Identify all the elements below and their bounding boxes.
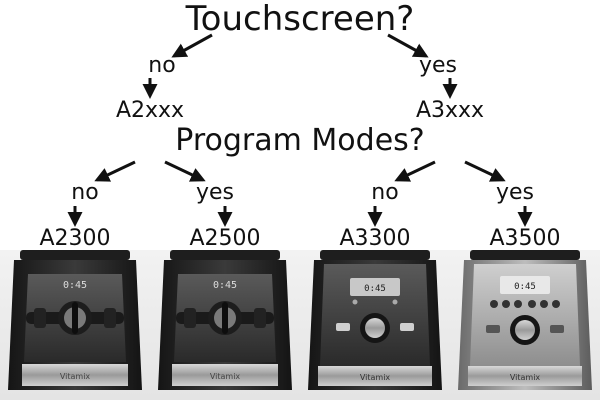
blender-photo-strip: 0:45 Vitamix 0:45 <box>0 250 600 400</box>
a2300-display-text: 0:45 <box>63 280 87 291</box>
program-modes-question: Program Modes? <box>175 123 425 158</box>
model-label-a3300: A3300 <box>339 226 411 251</box>
model-label-a3500: A3500 <box>489 226 561 251</box>
touchscreen-answer-no: no <box>148 53 176 78</box>
model-label-a2500: A2500 <box>189 226 261 251</box>
a3300-brand: Vitamix <box>360 373 391 382</box>
blender-a3500: 0:45 Vitamix <box>458 250 592 390</box>
a3300-display-text: 0:45 <box>364 284 386 294</box>
arrow-prog-to-a2-yes <box>164 160 206 182</box>
blender-a3300: 0:45 Vitamix <box>308 250 442 390</box>
arrow-prog-to-a3-yes <box>464 160 506 182</box>
a2-program-answer-yes: yes <box>195 180 235 205</box>
series-a2xxx: A2xxx <box>115 98 185 123</box>
a2500-display-text: 0:45 <box>213 280 237 291</box>
a2-program-answer-no: no <box>71 180 99 205</box>
blender-illustrations: 0:45 Vitamix 0:45 <box>8 250 592 390</box>
blender-a2500: 0:45 Vitamix <box>158 250 292 390</box>
a3-program-answer-no: no <box>371 180 399 205</box>
a3500-display-text: 0:45 <box>514 282 536 292</box>
arrow-touch-to-no <box>171 33 213 58</box>
arrow-touch-to-yes <box>387 33 429 58</box>
arrow-prog-to-a2-no <box>94 160 136 182</box>
blender-a2300: 0:45 Vitamix <box>8 250 142 390</box>
arrow-prog-to-a3-no <box>394 160 436 182</box>
a3500-brand: Vitamix <box>510 373 541 382</box>
touchscreen-answer-yes: yes <box>418 53 458 78</box>
series-a3xxx: A3xxx <box>415 98 485 123</box>
a2500-brand: Vitamix <box>210 372 241 381</box>
model-label-a2300: A2300 <box>39 226 111 251</box>
touchscreen-question: Touchscreen? <box>185 0 415 39</box>
a3-program-answer-yes: yes <box>495 180 535 205</box>
a2300-brand: Vitamix <box>60 372 91 381</box>
